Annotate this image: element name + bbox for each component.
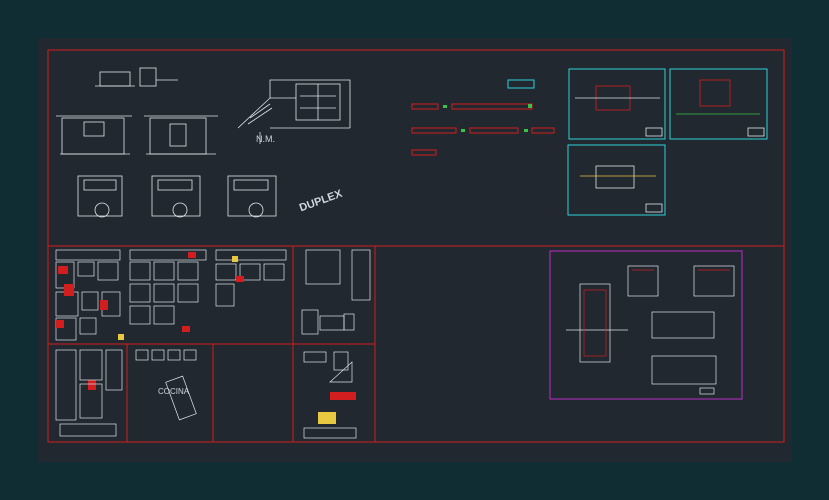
red-fill-blocks bbox=[56, 252, 356, 400]
kitchen-elevation-icon bbox=[56, 67, 218, 155]
magenta-sheet-contents bbox=[566, 265, 735, 395]
block-library-icon bbox=[55, 249, 287, 341]
yellow-fill-blocks bbox=[118, 256, 336, 424]
cyan-sheet-1 bbox=[567, 68, 768, 216]
cabinet-strip bbox=[411, 103, 555, 156]
connector-markers bbox=[443, 104, 532, 132]
kitchen-plan-icon bbox=[77, 175, 277, 218]
duplex-label: DUPLEX bbox=[298, 188, 345, 215]
appliance-block-icon bbox=[55, 349, 197, 437]
cocina-label: COCINA bbox=[158, 387, 190, 396]
kitchen-block-icon bbox=[301, 249, 371, 439]
nm-label: N.M. bbox=[256, 134, 275, 144]
magenta-sheet bbox=[549, 250, 743, 400]
sheet-contents bbox=[575, 79, 765, 213]
small-teal-block bbox=[507, 79, 535, 89]
kitchen-perspective-icon bbox=[237, 79, 351, 144]
magenta-red-accents bbox=[583, 269, 730, 357]
